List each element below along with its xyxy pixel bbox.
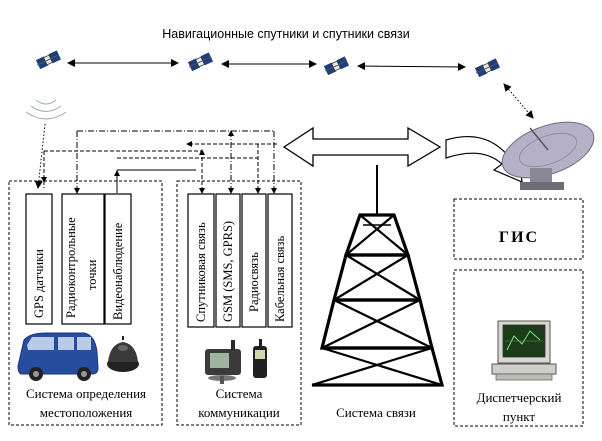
satellite-comm-box xyxy=(187,193,215,328)
gis-box xyxy=(453,198,584,260)
link-arrow xyxy=(34,123,46,189)
radio-tower-icon xyxy=(311,165,445,387)
gps-sensors-box xyxy=(25,193,53,325)
radio-checkpoints-box xyxy=(61,193,105,325)
comm-system-label-line2: коммуникации xyxy=(198,405,280,420)
location-system-label-line1: Система определения xyxy=(26,386,146,401)
interconnect-lines xyxy=(43,130,278,193)
location-system-label-line2: местоположения xyxy=(40,405,133,420)
link-arrow xyxy=(357,62,466,71)
satellite-icon xyxy=(35,49,62,70)
radio-checkpoints-label-line2: точки xyxy=(85,259,99,290)
cable-comm-box xyxy=(267,193,293,328)
satellite-icon xyxy=(187,51,214,72)
radio-comm-label: Радиосвязь xyxy=(247,252,261,312)
phone-icon xyxy=(253,339,267,378)
radio-checkpoints-label-line1: Радиоконтрольные xyxy=(64,217,78,318)
video-surveillance-label: Видеонаблюдение xyxy=(111,222,125,320)
computer-icon xyxy=(491,320,557,381)
interconnect-arrowheads xyxy=(41,130,277,194)
satellite-icon xyxy=(474,57,501,78)
link-arrow xyxy=(503,83,534,119)
signal-waves-icon xyxy=(25,99,67,120)
dispatch-box xyxy=(453,269,584,427)
comm-system-box xyxy=(176,180,302,426)
dispatch-label-line2: пункт xyxy=(503,409,536,424)
gsm-label: GSM (SMS, GPRS) xyxy=(221,221,235,322)
satellite-icon xyxy=(323,55,350,76)
gis-label: ГИС xyxy=(499,229,539,246)
dispatch-label-line1: Диспетчерский xyxy=(477,390,562,405)
van-icon xyxy=(17,332,99,381)
handheld-device-icon xyxy=(205,340,241,384)
comm-system-label-line1: Система xyxy=(216,386,263,401)
video-surveillance-box xyxy=(104,193,132,325)
cable-comm-label: Кабельная связь xyxy=(273,236,287,322)
radio-comm-box xyxy=(241,193,267,328)
dish-antenna-icon xyxy=(501,121,595,190)
double-arrow-icon xyxy=(282,126,442,168)
tower-label: Система связи xyxy=(336,405,416,420)
satellite-comm-label: Спутниковая связь xyxy=(194,222,208,322)
gsm-box xyxy=(215,193,241,328)
location-system-box xyxy=(8,180,163,426)
gps-puck-icon xyxy=(107,336,139,372)
diagram-title: Навигационные спутники и спутники связи xyxy=(162,27,409,41)
gps-sensors-label: GPS датчики xyxy=(32,249,46,318)
